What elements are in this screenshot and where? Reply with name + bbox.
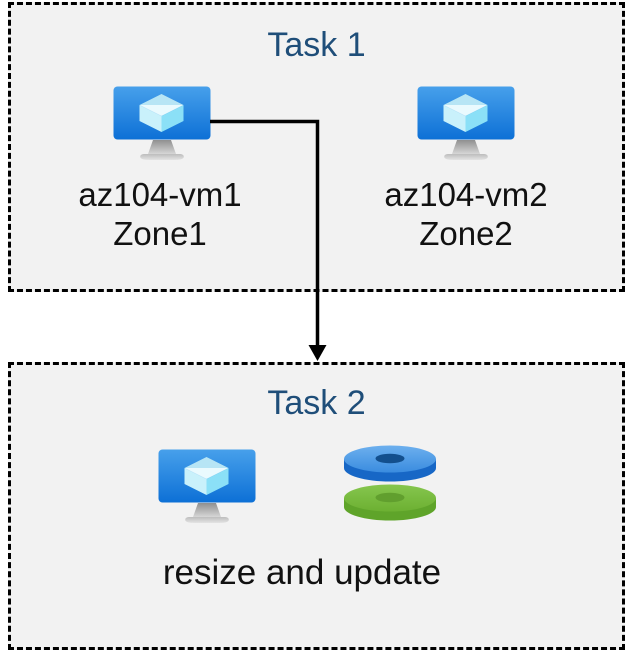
disk-green-icon: [344, 484, 436, 521]
vm1-zone: Zone1: [113, 215, 207, 252]
monitor-stand-neck: [148, 140, 176, 154]
vm1-label: az104-vm1 Zone1: [50, 175, 270, 253]
task2-caption: resize and update: [162, 553, 442, 592]
cube-icon: [139, 94, 184, 132]
vm2-zone: Zone2: [419, 215, 513, 252]
disks-icon: [344, 445, 436, 521]
vm2-name: az104-vm2: [384, 176, 548, 213]
virtual-machine-icon: [113, 86, 211, 160]
task2-box: Task 2 res: [8, 362, 625, 650]
disk-blue-icon: [344, 445, 436, 482]
monitor-stand-neck: [193, 503, 221, 517]
arrowhead-icon: [308, 345, 327, 361]
cube-icon: [184, 457, 229, 495]
task1-box: Task 1 az104-vm1 Zone1: [8, 2, 625, 292]
monitor-stand-base: [444, 154, 488, 160]
virtual-machine-icon: [158, 449, 256, 523]
virtual-machine-icon: [417, 86, 515, 160]
cube-icon: [443, 94, 488, 132]
vm2-label: az104-vm2 Zone2: [356, 175, 576, 253]
vm1-name: az104-vm1: [78, 176, 242, 213]
monitor-stand-neck: [452, 140, 480, 154]
task1-title: Task 1: [267, 26, 366, 64]
monitor-stand-base: [140, 154, 184, 160]
task2-title: Task 2: [267, 384, 366, 422]
monitor-stand-base: [185, 517, 229, 523]
